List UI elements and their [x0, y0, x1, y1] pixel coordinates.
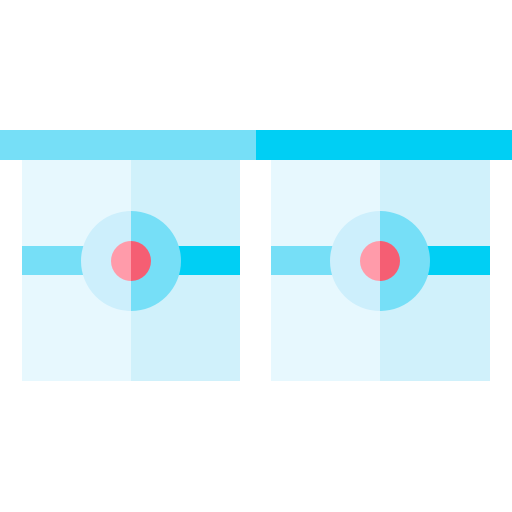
- left-disc-left-half: [81, 211, 131, 311]
- right-panel: [271, 160, 490, 381]
- left-disc-right-half: [131, 211, 181, 311]
- left-panel: [22, 160, 240, 381]
- right-dot-right-half: [380, 241, 400, 281]
- left-dot-right-half: [131, 241, 151, 281]
- left-dot-left-half: [111, 241, 131, 281]
- top-rail-left: [0, 130, 256, 160]
- right-disc-right-half: [380, 211, 430, 311]
- top-rail-right: [256, 130, 512, 160]
- right-disc-left-half: [330, 211, 380, 311]
- right-dot-left-half: [360, 241, 380, 281]
